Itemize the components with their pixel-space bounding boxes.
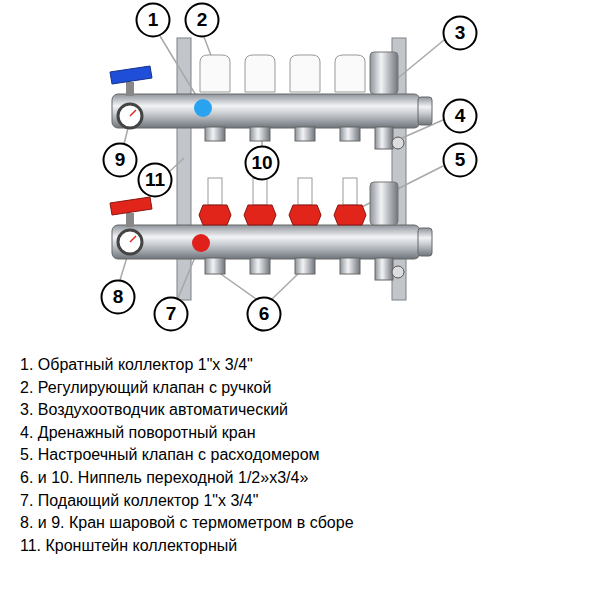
- part-description: 3. Воздухоотводчик автоматический: [20, 401, 288, 419]
- return-manifold-bar: [112, 94, 420, 128]
- red-valve-handle: [110, 197, 152, 215]
- flowmeter-cap: [244, 205, 276, 225]
- flowmeter-cap: [289, 205, 321, 225]
- valve-stem: [126, 213, 134, 227]
- air-vent: [370, 52, 398, 94]
- leader-line: [160, 36, 200, 102]
- part-description: 8. и 9. Кран шаровой с термометром в сбо…: [20, 514, 354, 532]
- end-cap: [418, 228, 432, 256]
- callout-circle: 3: [442, 15, 478, 51]
- leader-line: [398, 40, 444, 78]
- flowmeter-tube: [343, 178, 357, 205]
- part-description: 11. Кронштейн коллекторный: [20, 537, 237, 555]
- callout-circle: 2: [184, 2, 220, 38]
- callout-number: 6: [246, 296, 282, 332]
- callout-circle: 9: [102, 142, 138, 178]
- callout-number: 5: [442, 142, 478, 178]
- flowmeter-cap: [334, 205, 366, 225]
- nipple: [250, 127, 270, 141]
- callout-number: 4: [442, 98, 478, 134]
- callout-number: 8: [100, 279, 136, 315]
- leader-line: [218, 272, 256, 299]
- leader-line: [169, 158, 184, 172]
- flowmeter-tube: [208, 178, 222, 205]
- part-description: 6. и 10. Ниппель переходной 1/2»х3/4»: [20, 469, 308, 487]
- nipple: [205, 258, 225, 274]
- flowmeter-tube: [298, 178, 312, 205]
- bracket-plate: [177, 38, 191, 300]
- part-description: 4. Дренажный поворотный кран: [20, 424, 255, 442]
- drain-valve-knob: [392, 137, 404, 149]
- supply-manifold-bar: [112, 225, 420, 259]
- callout-circle: 1: [135, 2, 171, 38]
- leader-line: [124, 128, 128, 144]
- nipple: [295, 127, 315, 141]
- return-marker: [194, 99, 212, 117]
- callout-circle: 4: [442, 98, 478, 134]
- air-vent: [370, 182, 398, 225]
- callout-circle: 11: [137, 162, 173, 198]
- leader-line: [272, 272, 300, 299]
- valve-cap: [290, 55, 320, 92]
- part-description: 7. Подающий коллектор 1"х 3/4": [20, 492, 258, 510]
- gauge-needle: [130, 110, 136, 116]
- valve-cap: [335, 55, 365, 92]
- flowmeter-tube: [253, 178, 267, 205]
- callout-number: 1: [135, 2, 171, 38]
- nipple: [340, 258, 360, 274]
- callout-circle: 5: [442, 142, 478, 178]
- callout-circle: 8: [100, 279, 136, 315]
- drain-valve-knob: [392, 266, 404, 278]
- callout-number: 11: [137, 162, 173, 198]
- nipple: [340, 127, 360, 141]
- thermometer-gauge: [118, 104, 142, 128]
- part-description: 1. Обратный коллектор 1"х 3/4": [20, 356, 253, 374]
- nipple: [250, 258, 270, 274]
- part-description: 2. Регулирующий клапан с ручкой: [20, 379, 271, 397]
- callout-number: 2: [184, 2, 220, 38]
- drain-valve-body: [375, 258, 393, 280]
- part-description: 5. Настроечный клапан с расходомером: [20, 446, 320, 464]
- callout-number: 9: [102, 142, 138, 178]
- nipple: [295, 258, 315, 274]
- callout-number: 7: [153, 296, 189, 332]
- callout-number: 3: [442, 15, 478, 51]
- callout-number: 10: [244, 145, 280, 181]
- nipple: [205, 127, 225, 141]
- end-cap: [418, 97, 432, 125]
- valve-stem: [126, 82, 134, 96]
- valve-cap: [245, 55, 275, 92]
- gauge-needle: [130, 236, 136, 242]
- callout-circle: 7: [153, 296, 189, 332]
- valve-cap: [200, 55, 230, 92]
- supply-marker: [192, 234, 210, 252]
- callout-circle: 6: [246, 296, 282, 332]
- drain-valve-body: [375, 127, 393, 149]
- thermometer-gauge: [118, 230, 142, 254]
- blue-valve-handle: [110, 66, 152, 84]
- callout-circle: 10: [244, 145, 280, 181]
- flowmeter-cap: [199, 205, 231, 225]
